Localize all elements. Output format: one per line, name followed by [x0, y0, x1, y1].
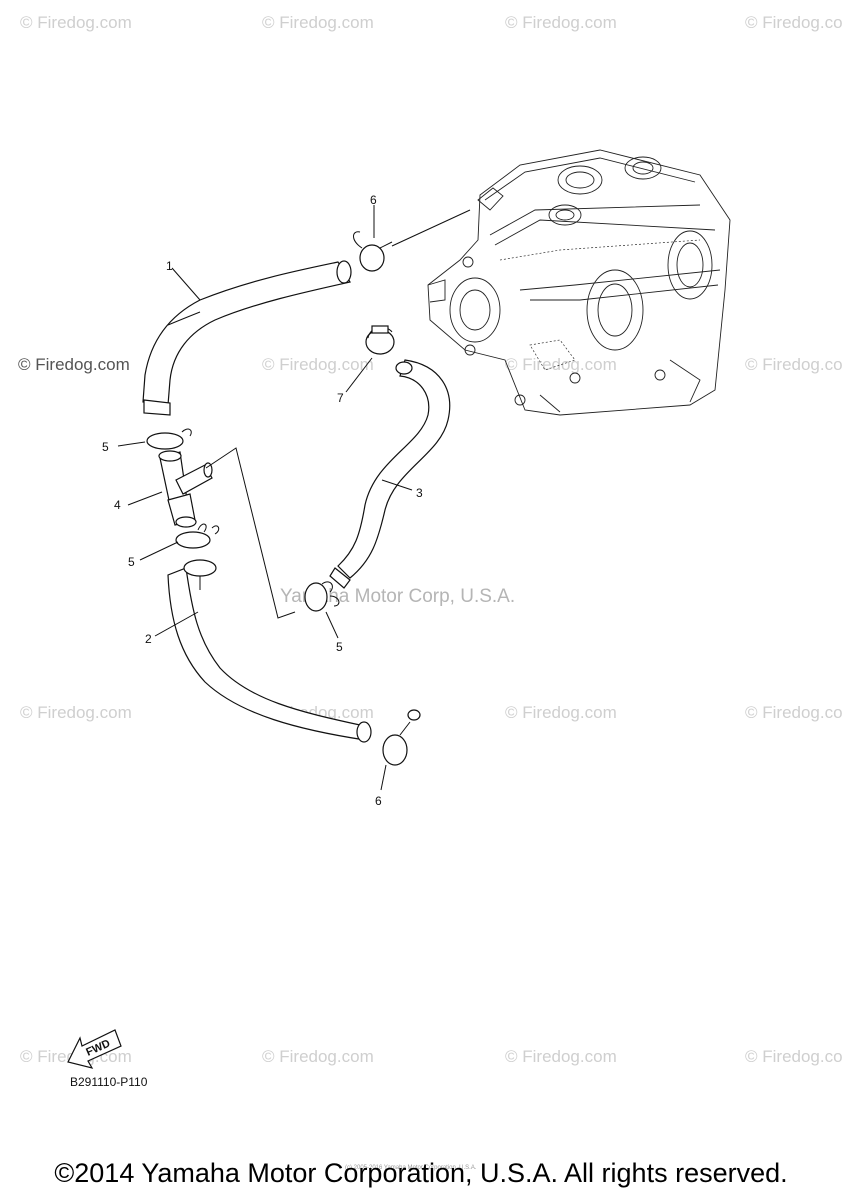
callouts: 1 6 7 3 5 4 5 2 5 6	[102, 193, 423, 808]
fwd-arrow: FWD	[67, 1029, 122, 1069]
callout-clamp-6-bottom: 6	[375, 794, 382, 808]
diagram-code: B291110-P110	[70, 1075, 148, 1089]
callout-hose-1: 1	[166, 259, 173, 273]
callout-clip-5-right: 5	[336, 640, 343, 654]
watermark: © Firedog.com	[505, 1047, 617, 1066]
callout-hose-2: 2	[145, 632, 152, 646]
leader-lines	[117, 205, 471, 791]
watermark: © Firedog.com	[745, 355, 842, 374]
hose-clip-5-mid	[175, 523, 220, 549]
watermark: © Firedog.com	[745, 1047, 842, 1066]
watermark: © Firedog.com	[262, 1047, 374, 1066]
watermark: © Firedog.com	[505, 703, 617, 722]
watermark: © Firedog.com	[745, 13, 842, 32]
watermark: © Firedog.com	[745, 703, 842, 722]
callout-clip-5-top: 5	[102, 440, 109, 454]
callout-clip-5-mid: 5	[128, 555, 135, 569]
watermark: © Firedog.com	[262, 355, 374, 374]
hose-clip-5-right	[304, 581, 340, 612]
cylinder-head	[427, 149, 731, 416]
watermark: © Firedog.com	[20, 13, 132, 32]
callout-joint-4: 4	[114, 498, 121, 512]
fine-print: (c) 2005-2016 Yamaha Motor Corporation, …	[345, 1165, 477, 1171]
joint-4	[158, 450, 213, 528]
hose-clamp-6-top	[353, 231, 393, 272]
watermark: © Firedog.com	[505, 13, 617, 32]
watermark: © Firedog.com	[262, 13, 374, 32]
hose-clamp-6-bottom	[382, 709, 421, 766]
callout-clamp-6-top: 6	[370, 193, 377, 207]
callout-clamp-7: 7	[337, 391, 344, 405]
watermark: © Firedog.com	[505, 355, 617, 374]
breather-hose-3	[329, 359, 451, 589]
hose-clip-5-top	[146, 428, 192, 450]
watermark: © Firedog.com	[20, 703, 132, 722]
copyright-notice: ©2014 Yamaha Motor Corporation, U.S.A. A…	[54, 1158, 788, 1188]
breather-hose-1	[142, 260, 352, 416]
watermark-grid: © Firedog.com © Firedog.com © Firedog.co…	[18, 13, 842, 1066]
watermark: © Firedog.com	[18, 355, 130, 374]
hose-clamp-7	[365, 325, 395, 355]
breather-hose-2	[167, 559, 372, 743]
callout-hose-3: 3	[416, 486, 423, 500]
